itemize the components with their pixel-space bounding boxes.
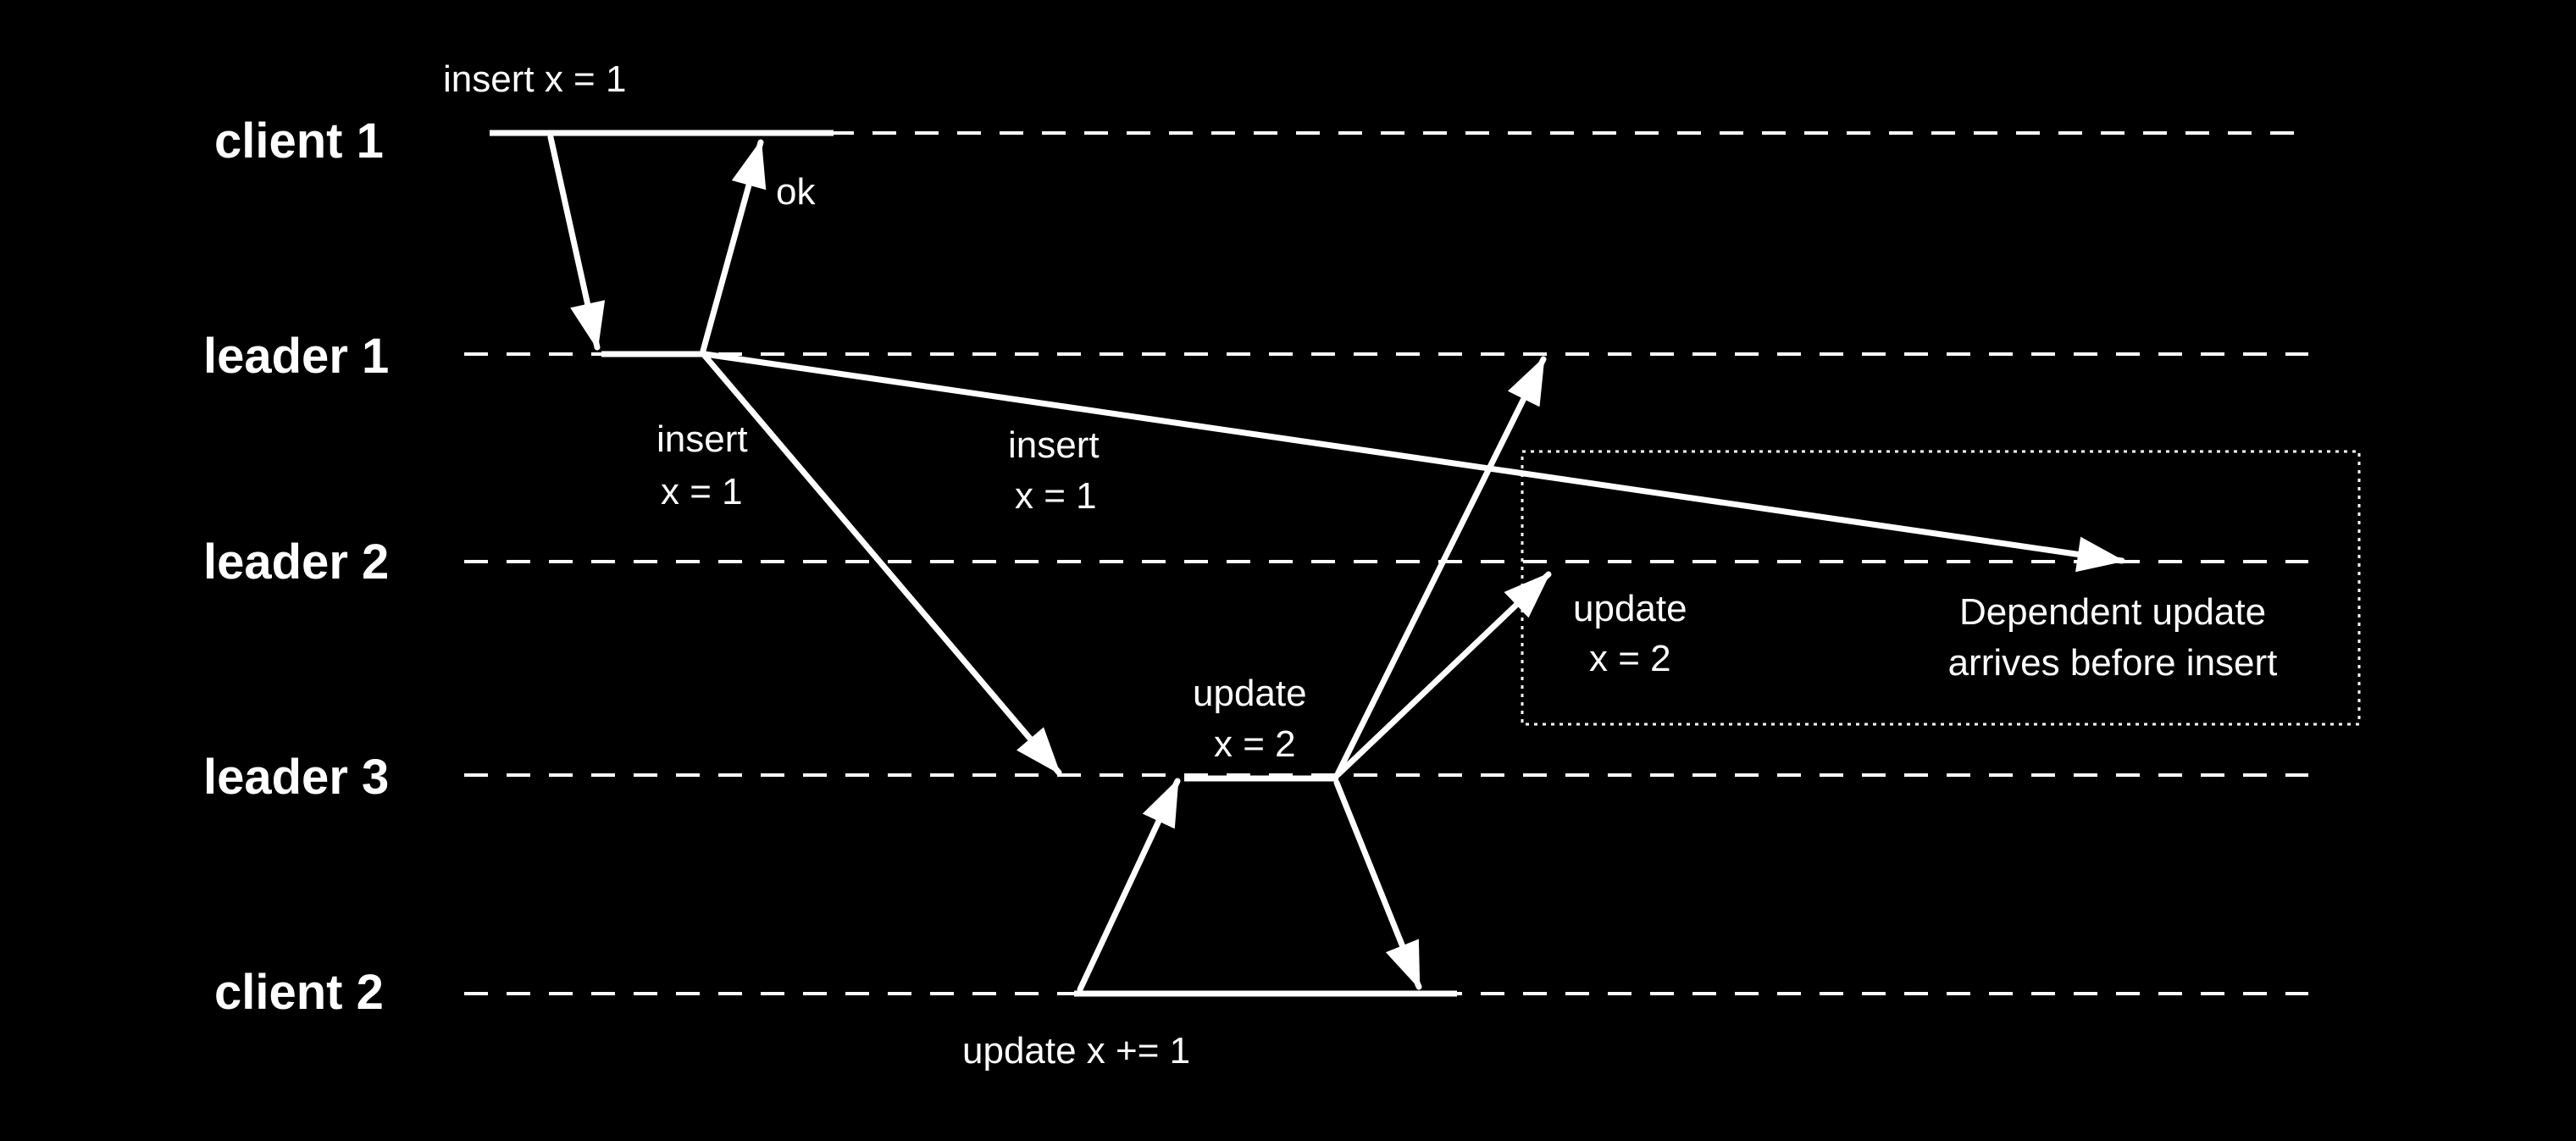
ok-label: ok [776,171,816,213]
arrow-leader3-to-leader1-update [1333,356,1547,779]
arrow-leader1-to-client1-ok [700,139,767,354]
arrow-client1-to-leader1-insert [547,134,606,351]
lane-label-client-2: client 2 [214,965,384,1020]
update-leader2-label-1: update [1573,588,1687,629]
insert-to-leader3-label-1: insert [656,418,748,460]
lane-label-client-1: client 1 [214,114,384,169]
arrow-leader3-to-client2-reply [1333,779,1422,990]
callout-box [1521,450,2361,726]
update-leader3-label-2: x = 2 [1214,723,1296,765]
lane-label-leader-1: leader 1 [203,329,389,384]
arrow-leader1-to-leader2-insert [701,351,2125,573]
callout-text-line-1: Dependent update [1959,591,2266,633]
callout-text-line-2: arrives before insert [1948,642,2278,684]
client2-operation-label: update x += 1 [962,1030,1190,1072]
lane-label-leader-3: leader 3 [203,750,389,805]
client1-operation-label: insert x = 1 [443,58,626,100]
update-leader2-label-2: x = 2 [1589,638,1671,679]
insert-to-leader2-label-2: x = 1 [1015,475,1097,517]
arrow-client2-to-leader3-update [1077,778,1181,993]
lane-label-leader-2: leader 2 [203,534,389,590]
insert-to-leader3-label-2: x = 1 [661,471,743,512]
insert-to-leader2-label-1: insert [1008,424,1100,466]
arrow-leader3-to-leader2-update [1335,571,1552,778]
arrow-leader1-to-leader3-insert [701,352,1062,776]
update-leader3-label-1: update [1193,673,1307,714]
